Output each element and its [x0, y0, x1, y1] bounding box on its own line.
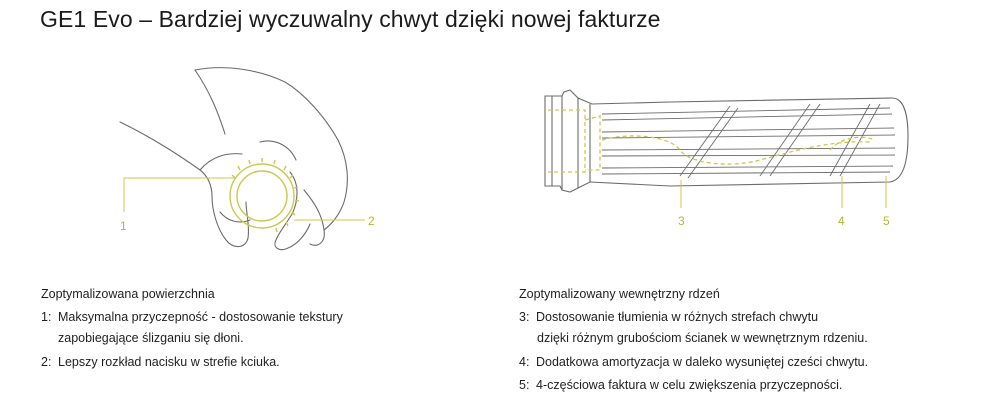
item-text-continued: zapobiegające ślizganiu się dłoni.: [58, 331, 244, 345]
callout-4: 4: [838, 214, 845, 228]
grip-side-view-illustration: [530, 80, 930, 235]
item-number: 4:: [519, 355, 530, 369]
list-item: 5: 4-częściowa faktura w celu zwiększeni…: [519, 378, 979, 392]
hand-gripping-handlebar-icon: [119, 67, 365, 251]
surface-heading: Zoptymalizowana powierzchnia: [41, 287, 215, 301]
item-text: Dodatkowa amortyzacja w daleko wysunięte…: [536, 355, 869, 369]
list-item: 4: Dodatkowa amortyzacja w daleko wysuni…: [519, 355, 979, 369]
list-item: 1: Maksymalna przyczepność - dostosowani…: [41, 310, 461, 324]
callout-1: 1: [120, 219, 127, 233]
callout-3: 3: [678, 214, 685, 228]
item-number: 5:: [519, 378, 530, 392]
item-text: Lepszy rozkład nacisku w strefie kciuka.: [58, 355, 280, 369]
list-item: 2: Lepszy rozkład nacisku w strefie kciu…: [41, 355, 461, 369]
callout-2: 2: [368, 214, 375, 228]
item-number: 3:: [519, 310, 530, 324]
ergon-grip-side-view-icon: [544, 89, 909, 208]
core-heading: Zoptymalizowany wewnętrzny rdzeń: [519, 287, 720, 301]
hand-grip-illustration: [100, 62, 400, 267]
item-text-continued: dzięki różnym grubościom ścianek w wewnę…: [537, 331, 868, 345]
item-text: Maksymalna przyczepność - dostosowanie t…: [58, 310, 343, 324]
list-item: 3: Dostosowanie tłumienia w różnych stre…: [519, 310, 979, 324]
core-section: Zoptymalizowany wewnętrzny rdzeń 3: Dost…: [519, 287, 979, 401]
item-text: Dostosowanie tłumienia w różnych strefac…: [536, 310, 819, 324]
item-text: 4-częściowa faktura w celu zwiększenia p…: [536, 378, 843, 392]
item-number: 1:: [41, 310, 52, 324]
page-title: GE1 Evo – Bardziej wyczuwalny chwyt dzię…: [40, 6, 661, 32]
callout-5: 5: [883, 214, 890, 228]
item-number: 2:: [41, 355, 52, 369]
surface-section: Zoptymalizowana powierzchnia 1: Maksymal…: [41, 287, 461, 378]
